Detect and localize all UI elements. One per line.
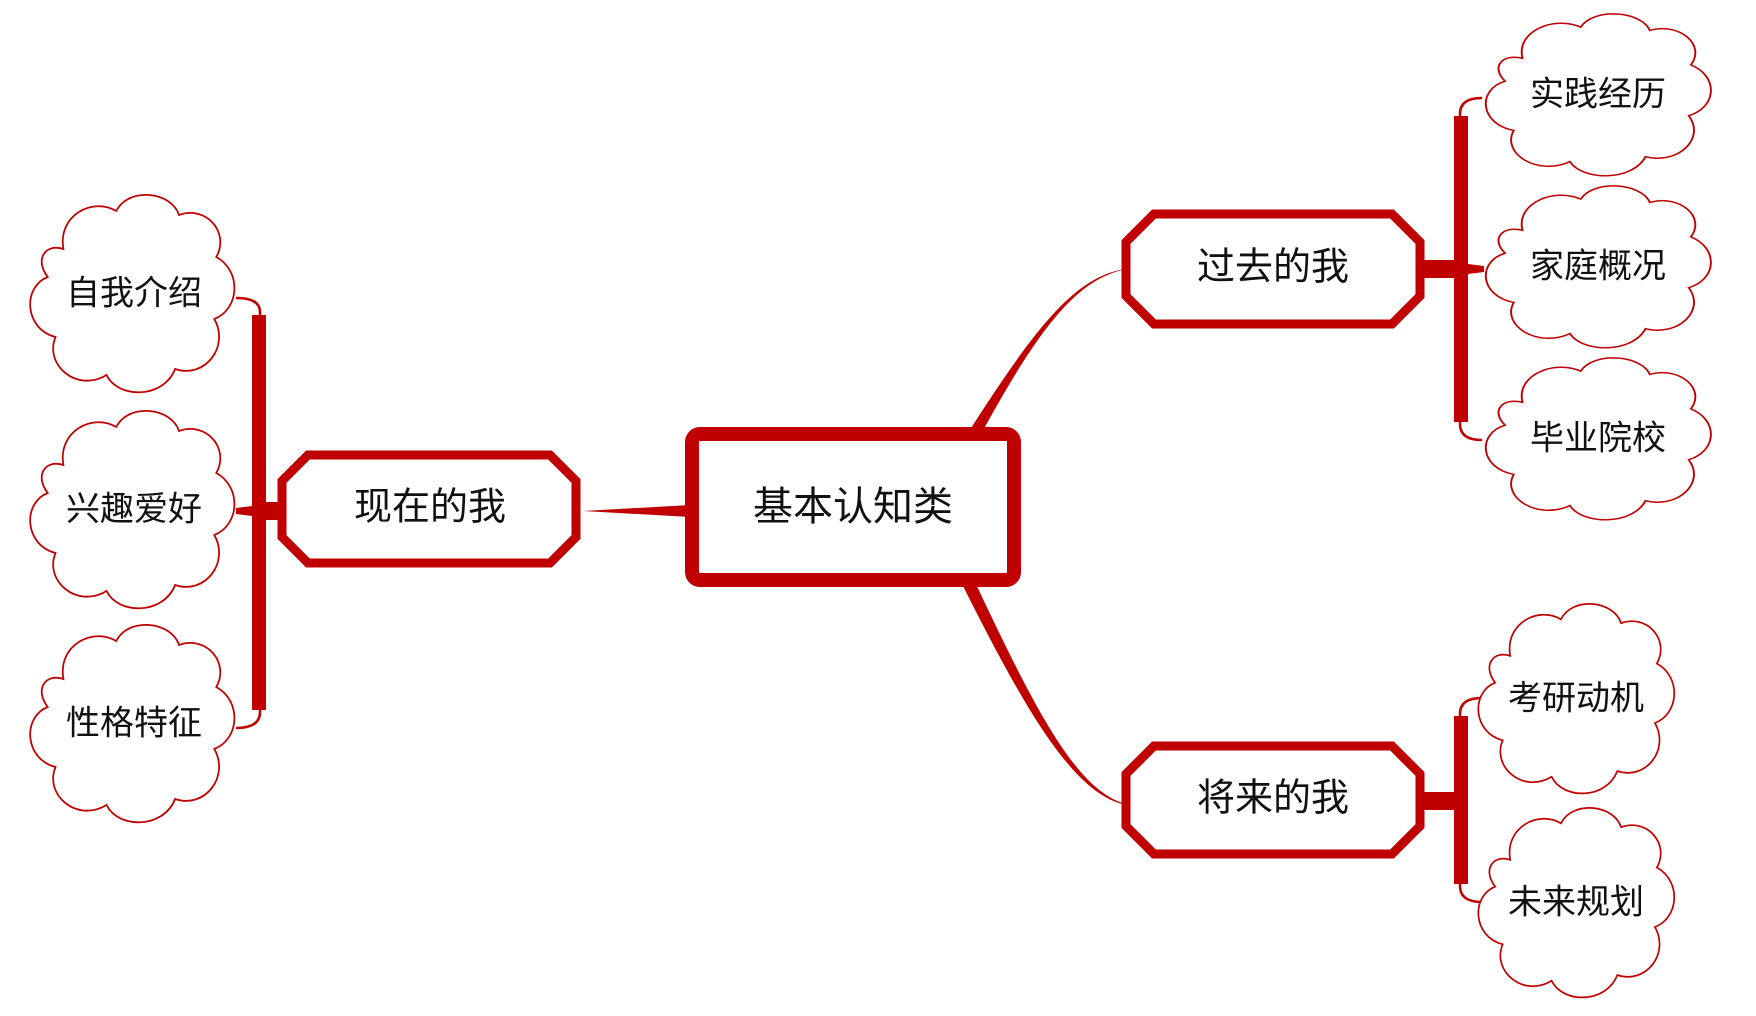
leaf-label: 实践经历 bbox=[1530, 75, 1666, 115]
leaf-label: 未来规划 bbox=[1508, 883, 1644, 923]
leaf-label: 自我介绍 bbox=[66, 274, 202, 314]
branch-node-future[interactable]: 将来的我 bbox=[1121, 741, 1425, 859]
branch-node-past[interactable]: 过去的我 bbox=[1121, 209, 1425, 329]
bracket-past-mid bbox=[1452, 262, 1484, 276]
branch-label: 现在的我 bbox=[354, 485, 506, 529]
bracket-now-mid bbox=[236, 504, 268, 518]
connectors bbox=[235, 96, 1484, 904]
bracket-past-hub bbox=[1422, 260, 1454, 278]
leaf-label: 家庭概况 bbox=[1530, 247, 1666, 287]
leaf-label: 考研动机 bbox=[1508, 679, 1644, 719]
leaf-label: 兴趣爱好 bbox=[66, 490, 202, 530]
leaf-label: 性格特征 bbox=[66, 704, 202, 744]
connector-root-now bbox=[583, 504, 708, 518]
branch-node-now[interactable]: 现在的我 bbox=[277, 450, 581, 568]
leaf-label: 毕业院校 bbox=[1530, 419, 1666, 459]
root-node[interactable]: 基本认知类 bbox=[685, 427, 1021, 587]
bracket-future-spine bbox=[1454, 716, 1468, 884]
connector-root-past bbox=[966, 268, 1136, 436]
branch-label: 将来的我 bbox=[1197, 776, 1349, 820]
connector-root-future bbox=[960, 580, 1136, 806]
bracket-future-hub bbox=[1422, 792, 1456, 810]
branch-label: 过去的我 bbox=[1197, 245, 1349, 289]
root-label: 基本认知类 bbox=[753, 484, 953, 530]
